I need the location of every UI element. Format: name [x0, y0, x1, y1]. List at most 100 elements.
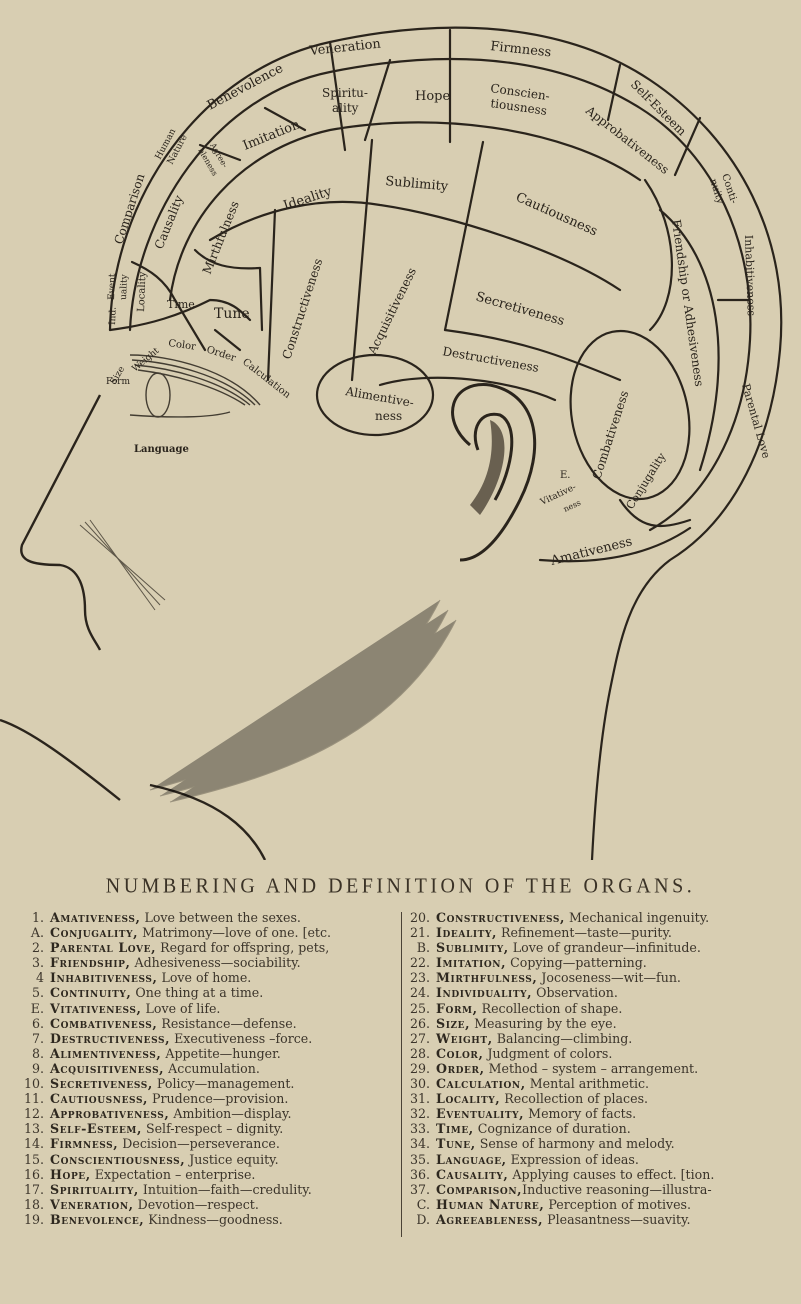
organ-label-benevolence: Benevolence	[205, 61, 286, 114]
entry-number: 4	[35, 970, 44, 986]
entry-term: Destructiveness,	[50, 1030, 171, 1046]
legend-entry: 23.Mirthfulness, Jocoseness—wit—fun.	[408, 970, 798, 985]
legend-entry: 18.Veneration, Devotion—respect.	[22, 1197, 392, 1212]
entry-definition: Perception of motives.	[544, 1196, 692, 1212]
entry-number: 27.	[409, 1030, 430, 1046]
entry-term: Combativeness,	[50, 1015, 158, 1031]
entry-definition: Resistance—defense.	[157, 1015, 297, 1031]
entry-definition: Adhesiveness—sociability.	[130, 955, 301, 971]
entry-definition: Love of home.	[157, 970, 252, 986]
organ-label-vitativeness-letter: E.	[560, 470, 570, 481]
legend-entry: 33.Time, Cognizance of duration.	[408, 1121, 798, 1136]
organ-label-conjugality: Conjugality	[624, 450, 669, 512]
legend-entry: 20.Constructiveness, Mechanical ingenuit…	[408, 910, 798, 925]
entry-term: Order,	[436, 1060, 485, 1076]
entry-term: Individuality,	[436, 985, 533, 1001]
legend-entry: 9.Acquisitiveness, Accumulation.	[22, 1061, 392, 1076]
entry-term: Sublimity,	[436, 940, 509, 956]
entry-number: 8.	[31, 1045, 44, 1061]
entry-number: 35.	[409, 1151, 430, 1167]
organ-label-hope: Hope	[415, 89, 450, 104]
entry-definition: Matrimony—love of one. [etc.	[138, 925, 332, 941]
legend-entry: 30.Calculation, Mental arithmetic.	[408, 1076, 798, 1091]
entry-number: 21.	[409, 925, 430, 941]
entry-term: Self-Esteem,	[50, 1121, 142, 1137]
legend-entry: 24.Individuality, Observation.	[408, 985, 798, 1000]
legend-entry: 34.Tune, Sense of harmony and melody.	[408, 1136, 798, 1151]
entry-definition: Memory of facts.	[524, 1106, 637, 1122]
organ-label-combativeness: Combativeness	[590, 389, 632, 481]
organ-label-vitativeness-2: ness	[562, 498, 582, 514]
organ-label-veneration: Veneration	[308, 37, 382, 60]
entry-number: 1.	[31, 910, 44, 925]
entry-number: 17.	[23, 1181, 44, 1197]
entry-definition: Self-respect – dignity.	[141, 1121, 284, 1137]
entry-number: 12.	[23, 1106, 44, 1122]
legend-entry: 29.Order, Method – system – arrangement.	[408, 1061, 798, 1076]
entry-term: Conscientiousness,	[50, 1151, 186, 1167]
entry-number: 28.	[409, 1045, 430, 1061]
legend-column-left: 1.Amativeness, Love between the sexes.A.…	[22, 910, 392, 1227]
legend-entry: 21. Ideality, Refinement—taste—purity.	[408, 925, 798, 940]
entry-term: Color,	[436, 1045, 484, 1061]
entry-definition: Kindness—goodness.	[144, 1211, 283, 1227]
organ-label-cautiousness: Cautiousness	[513, 190, 599, 239]
entry-number: 34.	[409, 1136, 430, 1152]
page-title: NUMBERING AND DEFINITION OF THE ORGANS.	[105, 874, 696, 898]
entry-term: Cautiousness,	[50, 1091, 149, 1107]
organ-legend: 1.Amativeness, Love between the sexes.A.…	[0, 910, 801, 1270]
legend-entry: 5.Continuity, One thing at a time.	[22, 985, 392, 1000]
entry-definition: Copying—patterning.	[506, 955, 647, 971]
entry-number: 14.	[23, 1136, 44, 1152]
entry-term: Imitation,	[436, 955, 507, 971]
organ-label-order: Order	[205, 344, 237, 364]
entry-number: 11.	[23, 1091, 44, 1107]
entry-definition: Measuring by the eye.	[470, 1015, 617, 1031]
entry-definition: Mechanical ingenuity.	[565, 910, 710, 925]
entry-definition: Applying causes to effect. [tion.	[508, 1166, 715, 1182]
entry-term: Parental Love,	[50, 940, 157, 956]
entry-term: Acquisitiveness,	[50, 1060, 165, 1076]
entry-definition: Jocoseness—wit—fun.	[537, 970, 681, 986]
organ-label-spirituality-1: Spiritu-	[322, 86, 368, 100]
legend-entry: 27.Weight, Balancing—climbing.	[408, 1031, 798, 1046]
entry-number: 36.	[409, 1166, 430, 1182]
entry-number: A.	[30, 925, 44, 941]
entry-term: Size,	[436, 1015, 471, 1031]
entry-number: 30.	[409, 1076, 430, 1092]
entry-definition: Love of grandeur—infinitude.	[508, 940, 701, 956]
legend-entry: 11.Cautiousness, Prudence—provision.	[22, 1091, 392, 1106]
entry-definition: Inductive reasoning—illustra-	[522, 1181, 712, 1197]
entry-definition: Recollection of shape.	[477, 1000, 623, 1016]
entry-number: 26.	[409, 1015, 430, 1031]
entry-term: Weight,	[436, 1030, 493, 1046]
entry-definition: Policy—management.	[152, 1076, 295, 1092]
entry-definition: Judgment of colors.	[483, 1045, 613, 1061]
organ-label-sublimity: Sublimity	[385, 174, 450, 194]
entry-term: Mirthfulness,	[436, 970, 538, 986]
entry-term: Ideality,	[436, 925, 497, 941]
entry-definition: Love of life.	[141, 1000, 221, 1016]
entry-definition: Refinement—taste—purity.	[496, 925, 672, 941]
entry-definition: Observation.	[532, 985, 618, 1001]
organ-label-alimentiveness-2: ness	[375, 409, 402, 423]
entry-term: Amativeness,	[50, 910, 141, 925]
legend-entry: 13.Self-Esteem, Self-respect – dignity.	[22, 1121, 392, 1136]
entry-number: 32.	[409, 1106, 430, 1122]
organ-label-acquisitiveness: Acquisitiveness	[365, 265, 419, 357]
legend-entry: 2.Parental Love, Regard for offspring, p…	[22, 940, 392, 955]
organ-label-time: Time	[167, 298, 195, 311]
organ-label-alimentiveness-1: Alimentive-	[343, 384, 415, 410]
legend-entry: 15.Conscientiousness, Justice equity.	[22, 1152, 392, 1167]
entry-definition: Sense of harmony and melody.	[475, 1136, 675, 1152]
entry-term: Benevolence,	[50, 1211, 145, 1227]
entry-term: Firmness,	[50, 1136, 119, 1152]
legend-entry: 3.Friendship, Adhesiveness—sociability.	[22, 955, 392, 970]
legend-entry: 22.Imitation, Copying—patterning.	[408, 955, 798, 970]
legend-entry: 26. Size, Measuring by the eye.	[408, 1016, 798, 1031]
entry-term: Calculation,	[436, 1076, 526, 1092]
entry-term: Veneration,	[50, 1196, 134, 1212]
entry-number: 20.	[409, 910, 430, 925]
organ-label-spirituality-2: ality	[332, 101, 359, 115]
legend-column-right: 20.Constructiveness, Mechanical ingenuit…	[408, 910, 798, 1227]
